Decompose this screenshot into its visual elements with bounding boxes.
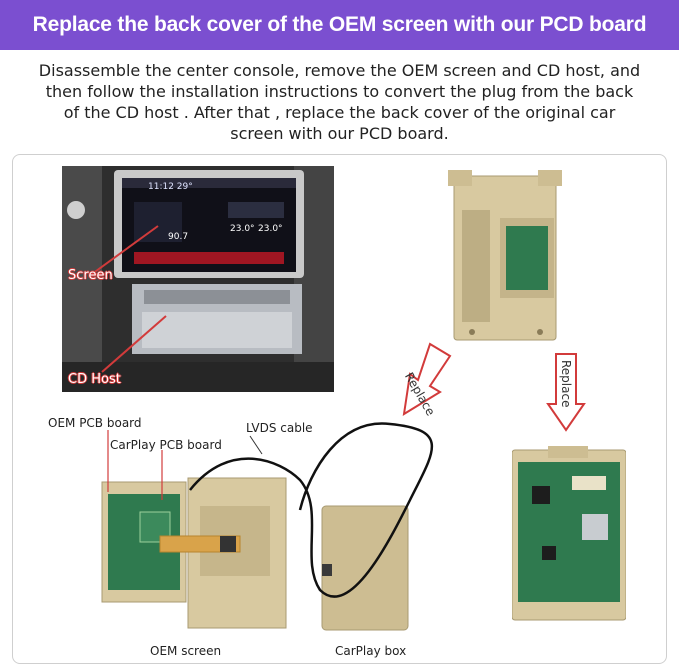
screen-label: Screen <box>68 268 113 283</box>
screen-temp-right: 23.0° <box>258 224 283 234</box>
dashboard-photo: 11:12 29° 90.7 23.0° 23.0° Screen CD Hos… <box>62 166 334 392</box>
screen-temp-left: 23.0° <box>230 224 255 234</box>
pcd-board-image <box>512 446 626 621</box>
lvds-cable <box>189 422 434 598</box>
cd-host-label: CD Host <box>68 372 121 387</box>
title-banner: Replace the back cover of the OEM screen… <box>0 0 679 50</box>
screen-time: 11:12 29° <box>148 182 193 192</box>
replace-arrow-right <box>546 353 586 432</box>
intro-line-3: of the CD host . After that , replace th… <box>63 103 616 122</box>
intro-line-2: then follow the installation instruction… <box>45 82 634 101</box>
carplay-box-image <box>321 505 409 631</box>
oem-screen-label: OEM screen <box>150 644 222 658</box>
banner-title: Replace the back cover of the OEM screen… <box>32 13 647 36</box>
dashboard-photo-drawing <box>62 166 334 392</box>
lvds-cable-label: LVDS cable <box>246 421 313 435</box>
label-pointers <box>107 430 263 500</box>
intro-line-4: screen with our PCD board. <box>230 124 449 143</box>
replace-label-right: Replace <box>559 360 573 408</box>
oem-screen-image <box>101 477 287 629</box>
carplay-pcb-board-label: CarPlay PCB board <box>110 438 222 452</box>
replace-arrow-left <box>402 342 452 416</box>
oem-pcb-board-label: OEM PCB board <box>48 416 142 430</box>
back-cover-image <box>448 170 562 341</box>
intro-text: Disassemble the center console, remove t… <box>10 60 669 144</box>
carplay-box-label: CarPlay box <box>335 644 407 658</box>
screen-frequency: 90.7 <box>168 232 189 242</box>
intro-line-1: Disassemble the center console, remove t… <box>38 61 641 80</box>
